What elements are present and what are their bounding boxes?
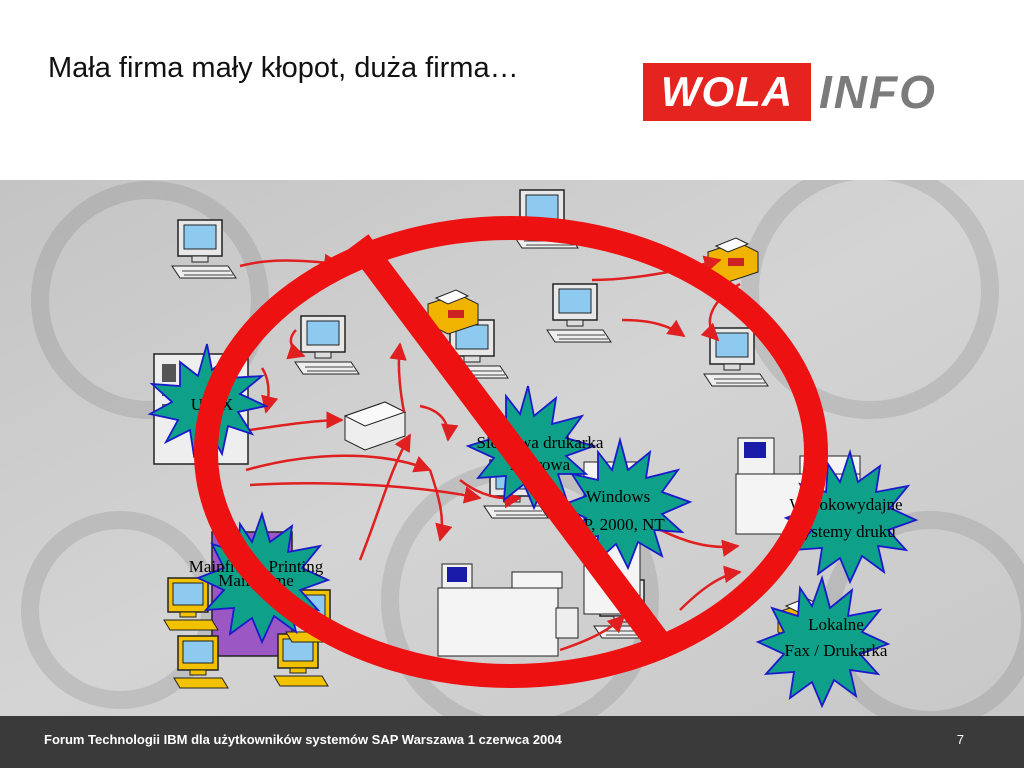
- page-number: 7: [956, 732, 964, 747]
- network-diagram: UNIX Sieciowa drukarka laserowa Windows …: [0, 180, 1024, 716]
- footer: Forum Technologii IBM dla użytkowników s…: [0, 716, 1024, 768]
- label-local-2: Fax / Drukarka: [785, 641, 888, 660]
- label-local-1: Lokalne: [808, 615, 864, 634]
- label-hp-2: systemy druku: [796, 522, 896, 541]
- label-windows-1: Windows: [586, 487, 650, 506]
- production-printer-icon: [437, 563, 579, 657]
- prohibition-sign: [194, 216, 828, 688]
- wolainfo-logo: WOLA INFO: [643, 63, 943, 121]
- logo-wola-text: WOLA: [660, 68, 794, 115]
- starburst-local: [755, 574, 891, 709]
- logo-info-text: INFO: [819, 66, 937, 118]
- slide-title: Mała firma mały kłopot, duża firma…: [48, 52, 519, 84]
- prohibition-circle: [194, 216, 828, 688]
- starburst-hp: [783, 448, 919, 585]
- prohibition-slash: [347, 234, 675, 658]
- footer-text: Forum Technologii IBM dla użytkowników s…: [44, 732, 562, 747]
- logo-red-block: [643, 63, 811, 121]
- label-windows-2: XP, 2000, NT: [571, 515, 665, 534]
